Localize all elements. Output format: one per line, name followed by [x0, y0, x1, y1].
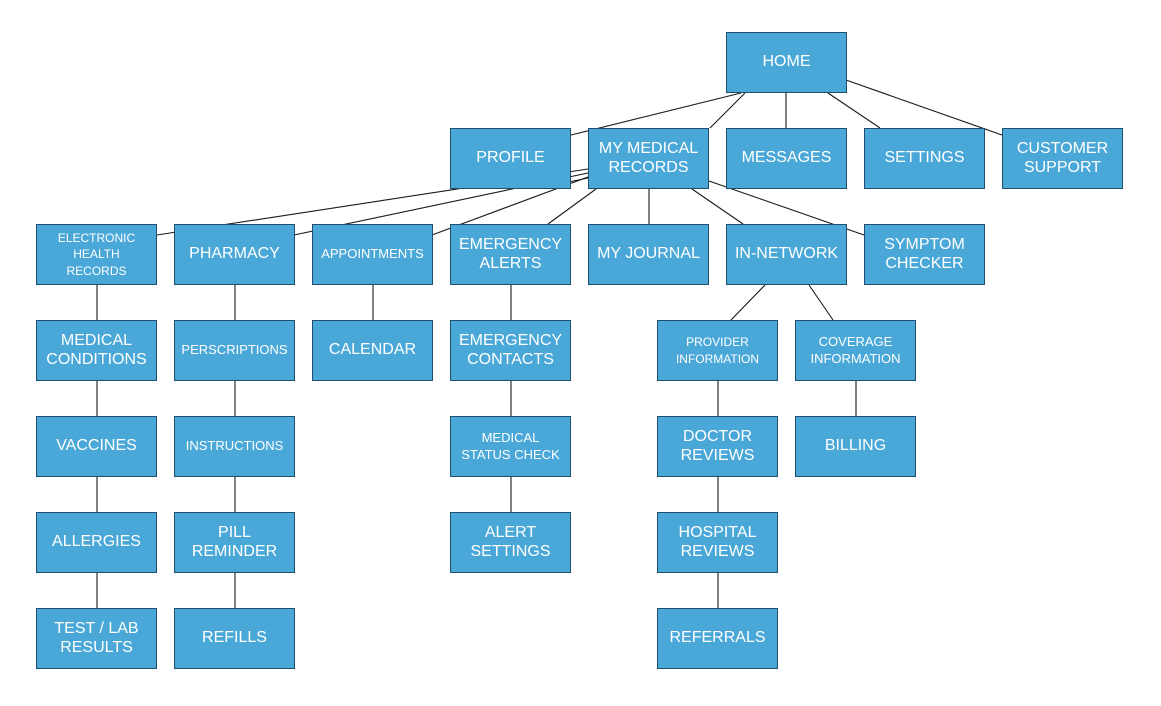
node-medical-status-check[interactable]: MEDICAL STATUS CHECK: [450, 416, 571, 477]
node-home[interactable]: HOME: [726, 32, 847, 93]
link-records-emergency-alerts: [547, 188, 597, 225]
node-billing[interactable]: BILLING: [795, 416, 916, 477]
link-in-network-coverage-information: [808, 284, 834, 321]
node-my-journal[interactable]: MY JOURNAL: [588, 224, 709, 285]
node-emergency-contacts[interactable]: EMERGENCY CONTACTS: [450, 320, 571, 381]
node-hospital-reviews[interactable]: HOSPITAL REVIEWS: [657, 512, 778, 573]
node-in-network[interactable]: IN-NETWORK: [726, 224, 847, 285]
node-emergency-alerts[interactable]: EMERGENCY ALERTS: [450, 224, 571, 285]
node-my-medical-records[interactable]: MY MEDICAL RECORDS: [588, 128, 709, 189]
link-home-customer-support: [845, 79, 1003, 136]
node-customer-support[interactable]: CUSTOMER SUPPORT: [1002, 128, 1123, 189]
node-perscriptions[interactable]: PERSCRIPTIONS: [174, 320, 295, 381]
node-appointments[interactable]: APPOINTMENTS: [312, 224, 433, 285]
node-messages[interactable]: MESSAGES: [726, 128, 847, 189]
node-alert-settings[interactable]: ALERT SETTINGS: [450, 512, 571, 573]
node-profile[interactable]: PROFILE: [450, 128, 571, 189]
link-in-network-provider-information: [730, 284, 766, 321]
node-refills[interactable]: REFILLS: [174, 608, 295, 669]
node-vaccines[interactable]: VACCINES: [36, 416, 157, 477]
node-referrals[interactable]: REFERRALS: [657, 608, 778, 669]
link-home-my-medical-records: [709, 92, 746, 129]
node-symptom-checker[interactable]: SYMPTOM CHECKER: [864, 224, 985, 285]
node-coverage-information[interactable]: COVERAGE INFORMATION: [795, 320, 916, 381]
node-calendar[interactable]: CALENDAR: [312, 320, 433, 381]
node-electronic-health-records[interactable]: ELECTRONIC HEALTH RECORDS: [36, 224, 157, 285]
node-test-lab-results[interactable]: TEST / LAB RESULTS: [36, 608, 157, 669]
node-doctor-reviews[interactable]: DOCTOR REVIEWS: [657, 416, 778, 477]
node-instructions[interactable]: INSTRUCTIONS: [174, 416, 295, 477]
node-allergies[interactable]: ALLERGIES: [36, 512, 157, 573]
node-medical-conditions[interactable]: MEDICAL CONDITIONS: [36, 320, 157, 381]
node-pharmacy[interactable]: PHARMACY: [174, 224, 295, 285]
node-pill-reminder[interactable]: PILL REMINDER: [174, 512, 295, 573]
node-settings[interactable]: SETTINGS: [864, 128, 985, 189]
link-records-in-network: [691, 188, 744, 225]
node-provider-information[interactable]: PROVIDER INFORMATION: [657, 320, 778, 381]
link-home-settings: [827, 92, 881, 129]
